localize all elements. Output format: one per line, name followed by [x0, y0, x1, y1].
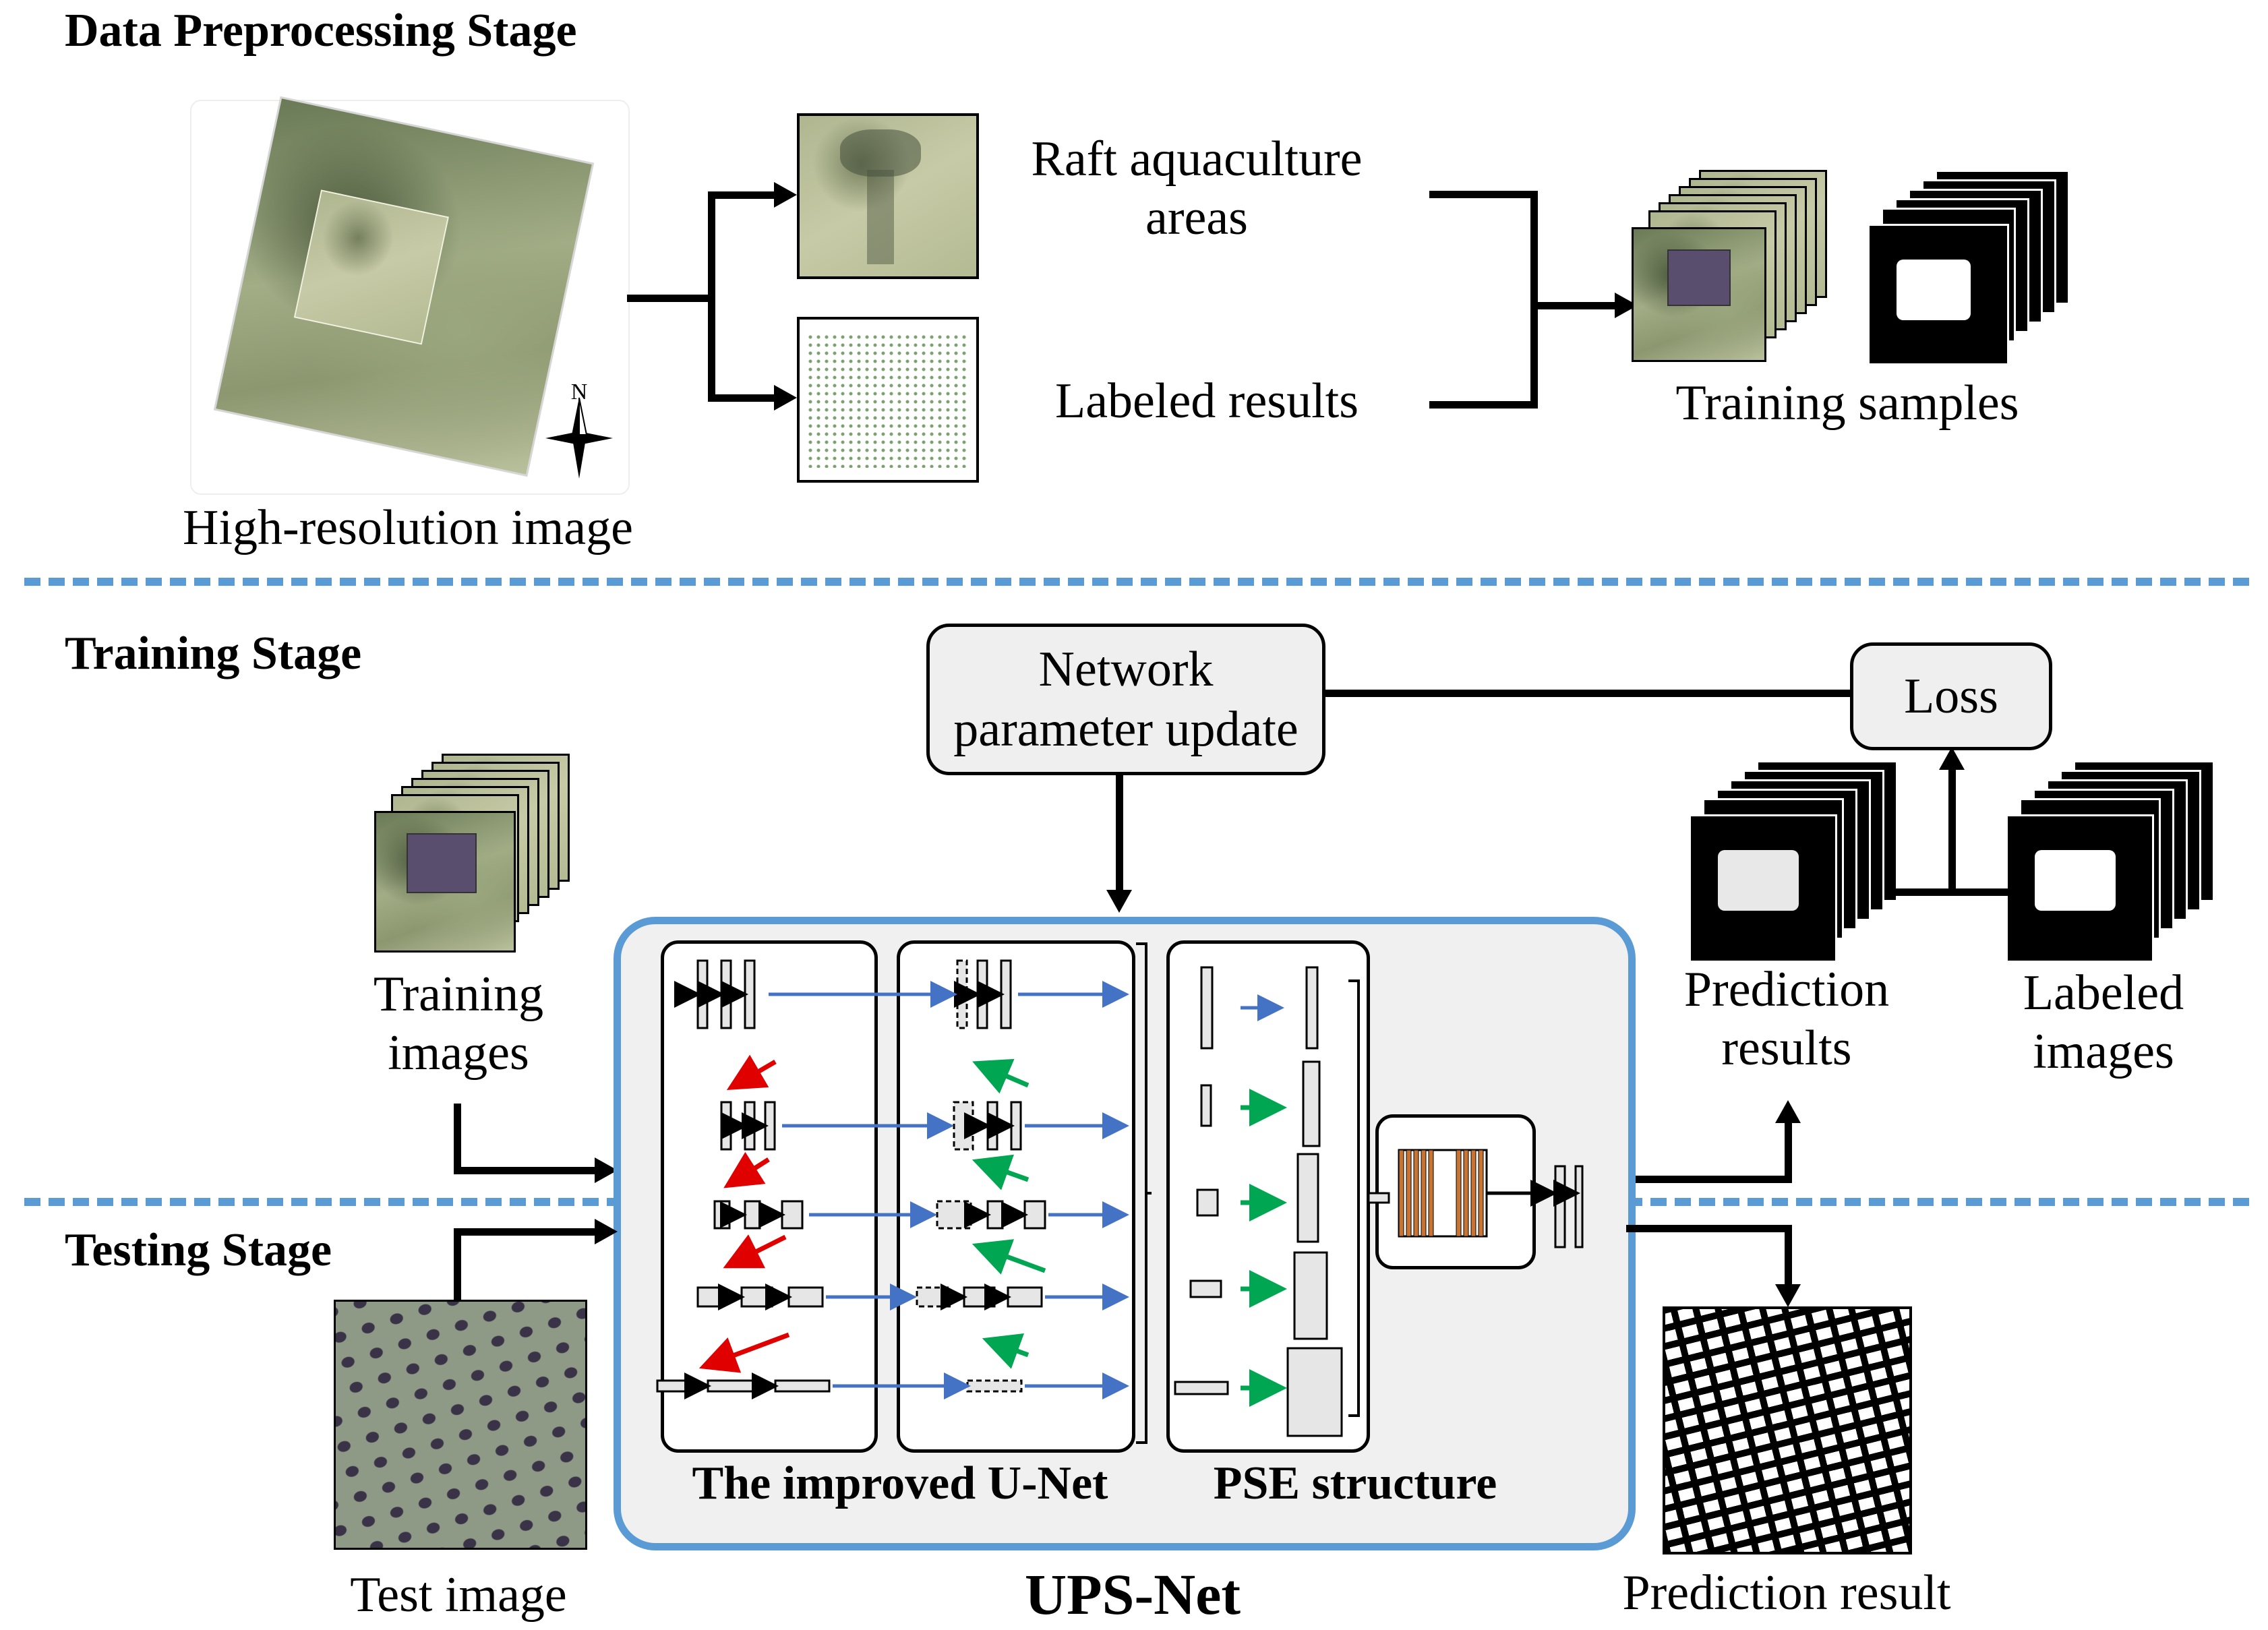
prediction-result-image — [1663, 1306, 1912, 1554]
training-stage-title: Training Stage — [65, 628, 362, 680]
raft-aquaculture-text: Raft aquaculture areas — [1031, 131, 1363, 246]
network-output-training-vertical — [1785, 1122, 1792, 1183]
divider-preprocessing-training — [24, 578, 2249, 586]
network-output-testing-vertical — [1785, 1225, 1792, 1299]
test-image — [334, 1300, 587, 1550]
north-arrow-icon — [545, 397, 613, 479]
bracket-vertical — [1530, 191, 1538, 409]
training-input-horizontal — [454, 1167, 597, 1174]
training-images-stack — [374, 754, 583, 956]
network-output-testing-arrow — [1775, 1284, 1801, 1307]
splitter-vertical — [708, 191, 715, 402]
preprocessing-stage-title: Data Preprocessing Stage — [65, 5, 577, 57]
update-to-network-line — [1116, 773, 1123, 894]
training-samples-label-stack — [1868, 170, 2077, 372]
improved-unet-label: The improved U-Net — [692, 1457, 1108, 1509]
loss-input-arrow — [1939, 747, 1965, 770]
training-input-vertical — [454, 1104, 461, 1174]
arrow-to-raft-image — [774, 182, 797, 208]
raft-aquaculture-image — [797, 113, 979, 279]
prediction-results-stack — [1689, 760, 1905, 963]
test-input-horizontal — [454, 1228, 597, 1236]
network-architecture-graphic — [656, 959, 1584, 1437]
pse-structure-label: PSE structure — [1213, 1457, 1497, 1509]
update-to-network-arrow — [1106, 890, 1132, 913]
loss-text: Loss — [1904, 668, 1998, 724]
network-output-testing-line — [1626, 1225, 1791, 1232]
splitter-top-line — [708, 191, 775, 199]
high-resolution-image-caption: High-resolution image — [183, 500, 633, 555]
network-parameter-update-box: Network parameter update — [926, 624, 1325, 775]
network-output-training-arrow — [1775, 1100, 1801, 1123]
high-resolution-satellite-image — [216, 98, 592, 475]
splitter-line — [627, 295, 715, 302]
labeled-images-stack — [2006, 760, 2221, 963]
labeled-images-caption: Labeled images — [2023, 965, 2184, 1080]
testing-stage-title: Testing Stage — [65, 1224, 332, 1276]
loss-box: Loss — [1850, 642, 2052, 750]
study-area-inset — [293, 189, 449, 345]
loss-input-vertical — [1948, 768, 1956, 893]
splitter-bottom-line — [708, 394, 775, 402]
network-output-training-line — [1626, 1176, 1791, 1183]
bracket-bottom — [1429, 401, 1537, 409]
bracket-output-line — [1530, 302, 1618, 309]
training-samples-caption: Training samples — [1675, 375, 2019, 431]
training-images-caption: Training images — [373, 967, 544, 1081]
north-label: N — [570, 380, 588, 404]
high-resolution-image-frame: N — [190, 98, 630, 495]
prediction-results-caption: Prediction results — [1683, 962, 1890, 1077]
prediction-result-caption: Prediction result — [1622, 1565, 1951, 1621]
test-image-caption: Test image — [350, 1567, 567, 1623]
labeled-results-label: Labeled results — [1055, 373, 1359, 429]
ups-net-name: UPS-Net — [1024, 1562, 1241, 1627]
unet-output-bracket — [1136, 942, 1152, 1444]
bracket-top — [1429, 191, 1537, 198]
raft-aquaculture-label: Raft aquaculture areas — [1008, 130, 1385, 248]
arrow-to-labeled-image — [774, 385, 797, 411]
labeled-results-image — [797, 317, 979, 483]
loss-to-update-line — [1322, 690, 1852, 697]
test-input-arrow — [595, 1219, 618, 1244]
test-input-vertical — [454, 1228, 461, 1301]
training-samples-image-stack — [1632, 170, 1841, 372]
network-parameter-update-text: Network parameter update — [953, 641, 1299, 757]
